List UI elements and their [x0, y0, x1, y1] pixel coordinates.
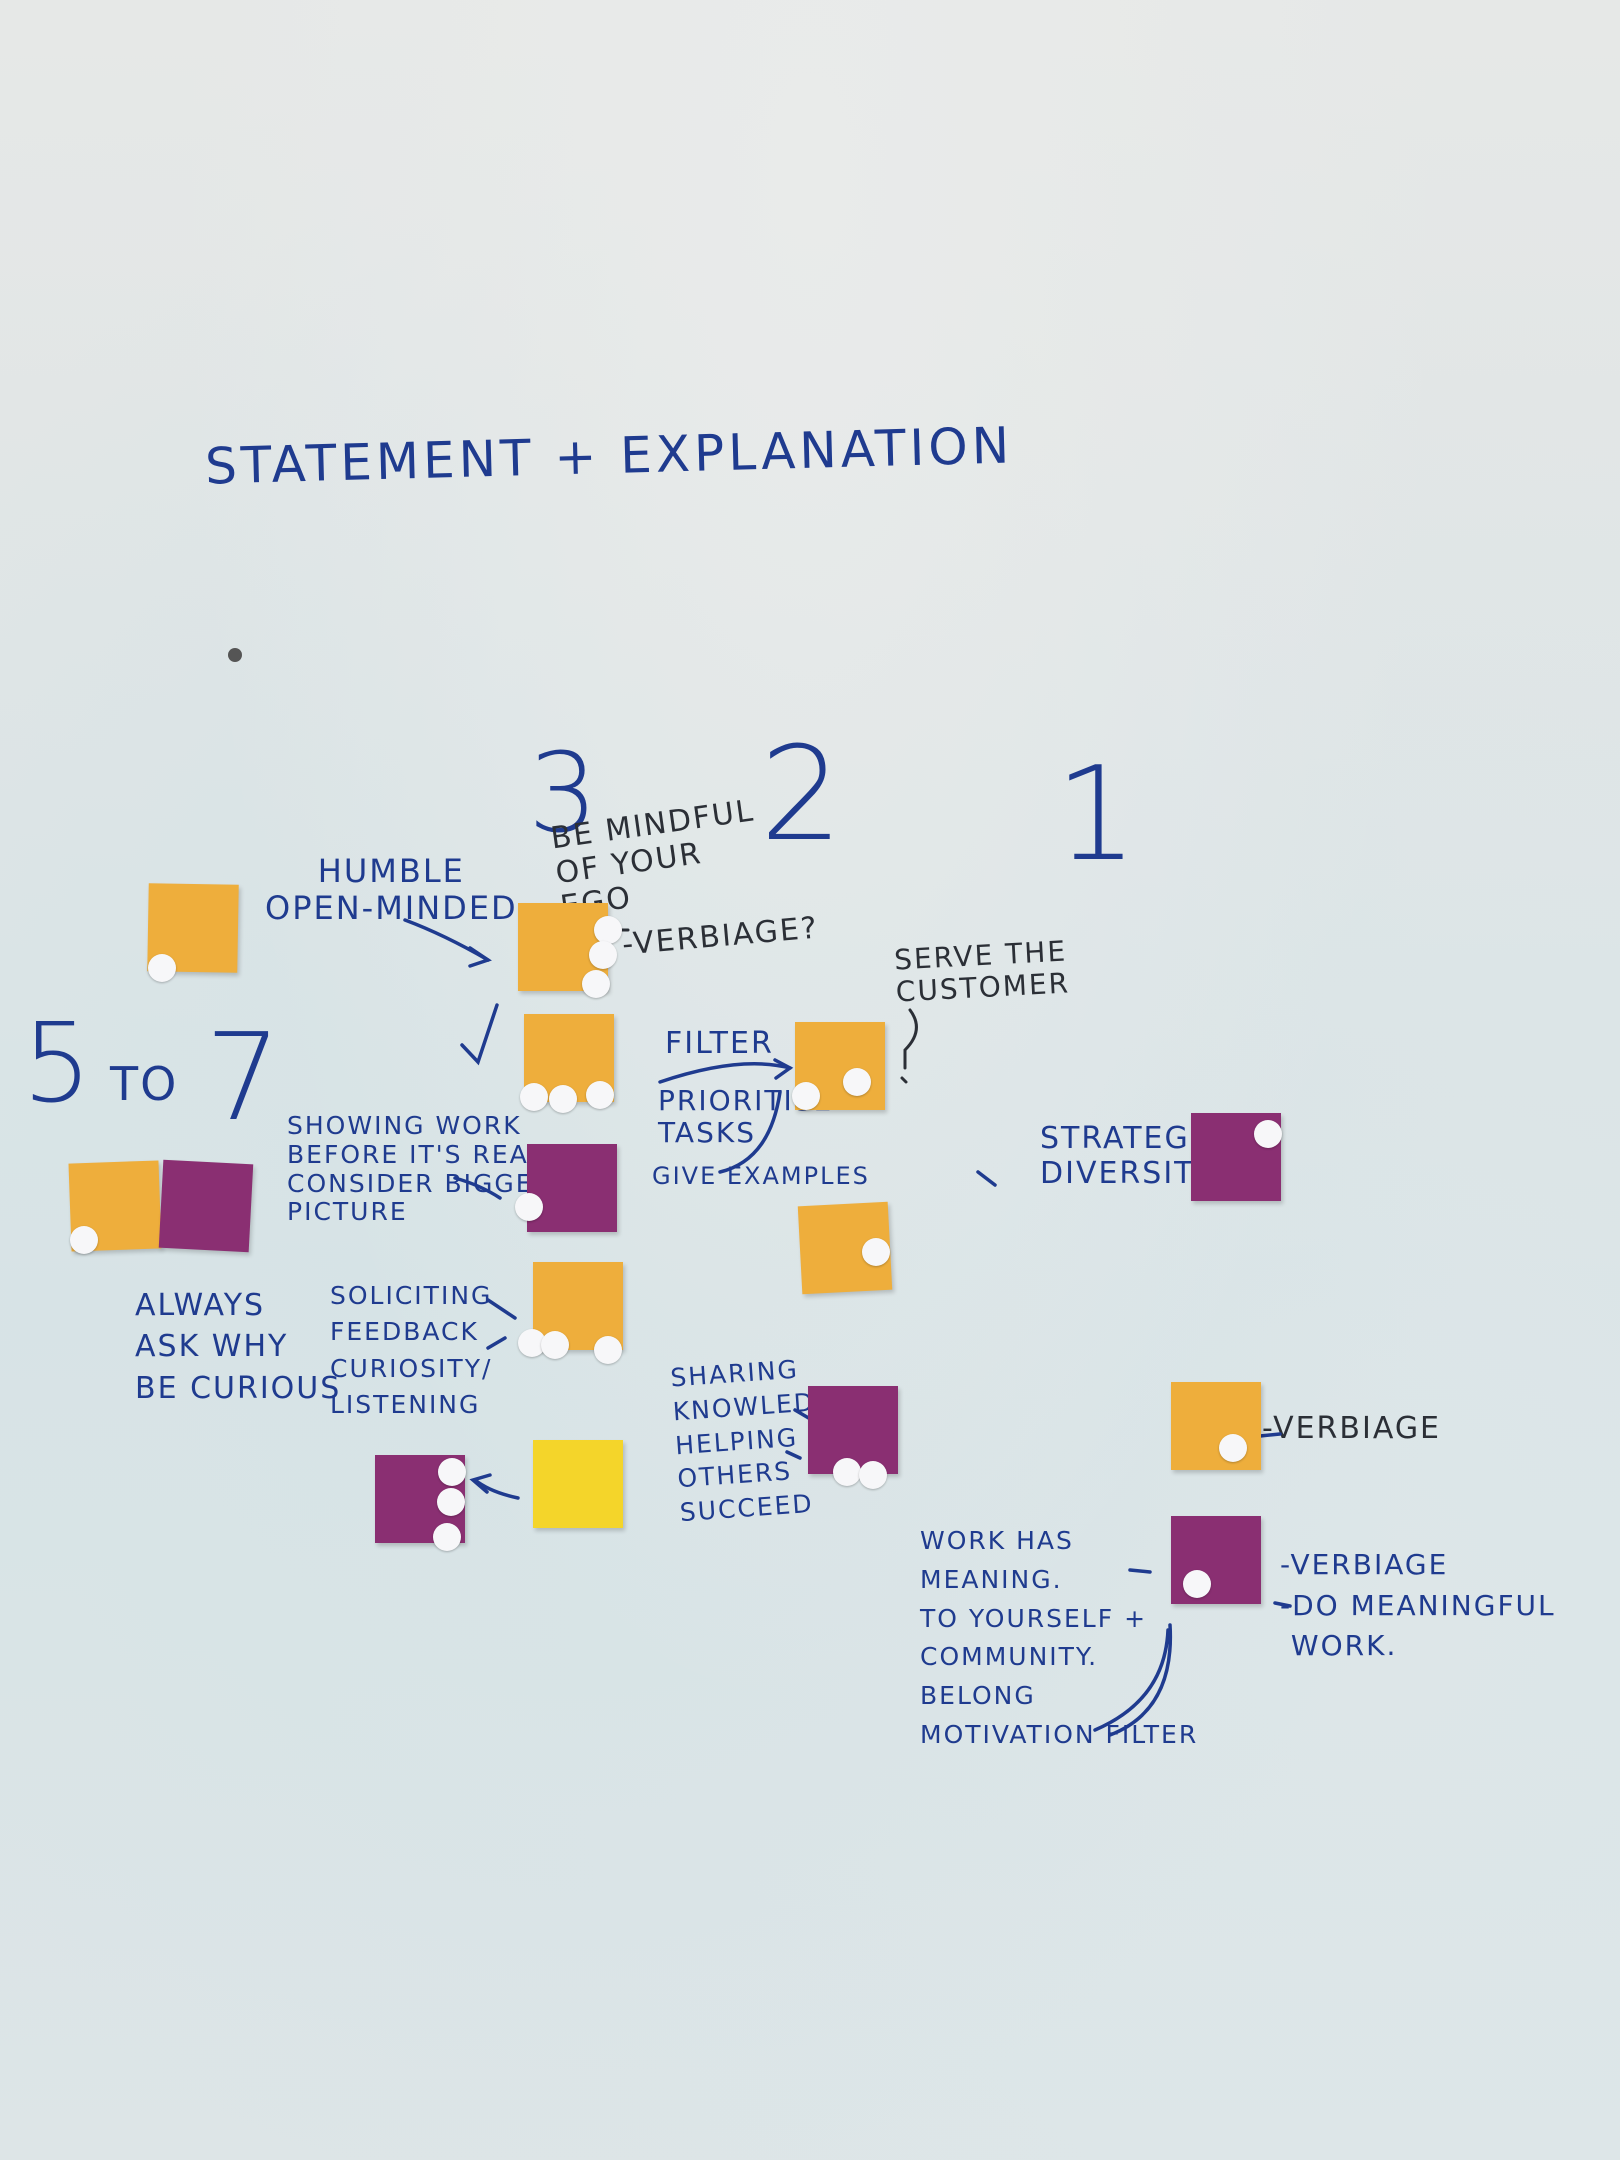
- vote-dot: [541, 1331, 569, 1359]
- vote-dot: [589, 941, 617, 969]
- vote-dot: [859, 1461, 887, 1489]
- label-always-ask-why: ALWAYS ASK WHY BE CURIOUS: [135, 1288, 342, 1406]
- label-work-has-meaning: WORK HAS MEANING. TO YOURSELF + COMMUNIT…: [920, 1526, 1199, 1749]
- rank-5: 5: [22, 999, 92, 1127]
- vote-dot: [594, 1336, 622, 1364]
- marker-smudge: [228, 648, 242, 662]
- vote-dot: [1183, 1570, 1211, 1598]
- rank-7: 7: [205, 1009, 282, 1148]
- vote-dot: [833, 1458, 861, 1486]
- vote-dot: [792, 1082, 820, 1110]
- vote-dot: [586, 1081, 614, 1109]
- vote-dot: [594, 916, 622, 944]
- vote-dot: [148, 954, 176, 982]
- vote-dot: [549, 1085, 577, 1113]
- vote-dot: [582, 970, 610, 998]
- sticky-note: [527, 1144, 617, 1232]
- label-soliciting-feedback: SOLICITING FEEDBACK CURIOSITY/ LISTENING: [330, 1281, 493, 1419]
- rank-2: 2: [760, 718, 843, 870]
- rank-to: TO: [110, 1057, 179, 1111]
- vote-dot: [862, 1238, 890, 1266]
- vote-dot: [438, 1458, 466, 1486]
- label-give-examples: GIVE EXAMPLES: [652, 1162, 870, 1190]
- vote-dot: [1219, 1434, 1247, 1462]
- vote-dot: [515, 1193, 543, 1221]
- vote-dot: [437, 1488, 465, 1516]
- sticky-note: [1171, 1382, 1261, 1470]
- sticky-note: [158, 1159, 254, 1253]
- vote-dot: [843, 1068, 871, 1096]
- label-verbiage-do-meaningful: -VERBIAGE -DO MEANINGFUL WORK.: [1280, 1548, 1556, 1663]
- vote-dot: [70, 1226, 98, 1254]
- label-verbiage-right: -VERBIAGE: [1262, 1411, 1442, 1446]
- vote-dot: [433, 1523, 461, 1551]
- sticky-note: [533, 1440, 623, 1528]
- label-humble: HUMBLE OPEN-MINDED: [265, 852, 518, 927]
- rank-3: 3: [528, 729, 598, 857]
- label-showing-work: SHOWING WORK BEFORE IT'S READY CONSIDER …: [287, 1111, 566, 1227]
- vote-dot: [520, 1083, 548, 1111]
- vote-dot: [1254, 1120, 1282, 1148]
- label-filter: FILTER: [665, 1026, 774, 1061]
- rank-1: 1: [1055, 738, 1138, 890]
